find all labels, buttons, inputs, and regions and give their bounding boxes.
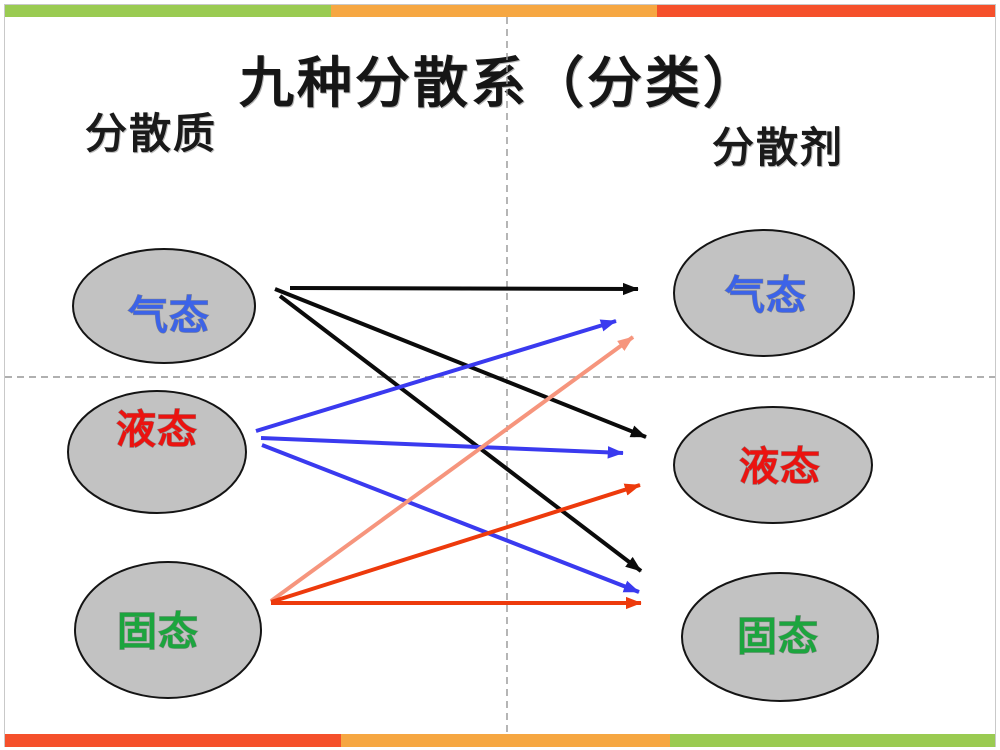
right-node-solid-ellipse	[681, 572, 879, 702]
left-node-solid-label: 固态	[117, 610, 199, 654]
arrow-solid-to-gas	[269, 335, 635, 603]
arrow-liquid-to-gas	[255, 319, 617, 433]
right-node-solid-label: 固态	[737, 615, 819, 659]
right-node-liquid-ellipse	[673, 406, 873, 524]
right-node-gas-label: 气态	[725, 274, 807, 318]
top-bar-orange-segment	[331, 5, 657, 17]
left-node-solid-ellipse	[74, 561, 262, 699]
arrow-gas-to-liquid	[274, 287, 647, 439]
slide-title: 九种分散系（分类）	[238, 52, 761, 114]
top-bar-green-segment	[5, 5, 331, 17]
left-node-liquid-label: 液态	[116, 408, 198, 452]
bottom-bar-orange-segment	[341, 734, 670, 747]
right-node-gas-ellipse	[673, 229, 855, 357]
arrow-liquid-to-liquid	[260, 436, 624, 459]
left-node-liquid-ellipse	[67, 390, 247, 514]
left-column-label: 分散质	[85, 110, 218, 157]
bottom-bar-red-segment	[5, 734, 341, 747]
right-node-liquid-label: 液态	[739, 445, 821, 489]
left-node-gas-ellipse	[72, 248, 256, 364]
arrow-gas-to-gas	[289, 282, 639, 296]
bottom-bar-green-segment	[670, 734, 995, 747]
arrow-liquid-to-solid	[261, 443, 640, 594]
top-bar-red-segment	[657, 5, 995, 17]
arrow-gas-to-solid	[278, 294, 643, 573]
arrow-solid-to-liquid	[270, 483, 641, 604]
left-node-gas-label: 气态	[128, 294, 210, 338]
right-column-label: 分散剂	[712, 124, 845, 171]
